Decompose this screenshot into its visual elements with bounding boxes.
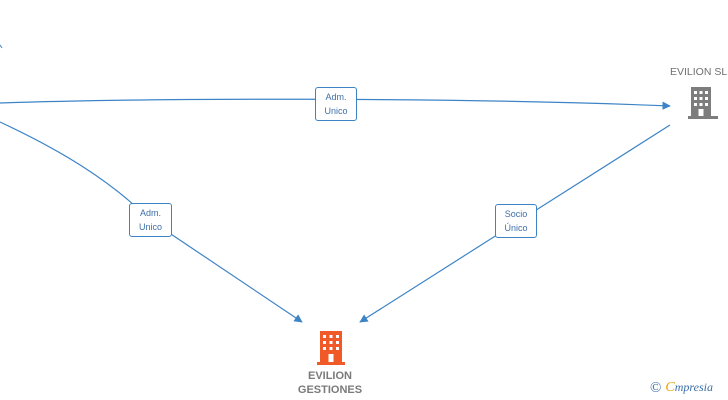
edge-top-line	[0, 98, 671, 110]
edge-label-right: Socio Único	[495, 204, 537, 238]
edge-stub	[0, 44, 3, 49]
empresia-watermark: ©Cmpresia	[650, 380, 713, 397]
brand-name: mpresia	[674, 380, 713, 394]
copyright-icon: ©	[650, 380, 662, 396]
edge-label-line1: Adm.	[139, 208, 161, 218]
edge-label-line1: Adm.	[325, 92, 347, 102]
building-icon	[317, 331, 345, 365]
node-label-evilion-sl[interactable]: EVILION SL	[670, 66, 728, 78]
edge-label-line2: Unico	[138, 222, 162, 232]
edge-label-top: Adm. Unico	[315, 87, 357, 121]
building-icon	[688, 87, 718, 119]
edge-label-line2: Único	[504, 223, 528, 233]
edge-label-line2: Unico	[324, 106, 348, 116]
edge-label-left: Adm. Unico	[129, 203, 172, 237]
node-label-evilion-gestiones[interactable]: EVILION GESTIONES	[280, 369, 380, 397]
node-label-line1: EVILION	[307, 370, 352, 382]
edge-label-line1: Socio	[504, 209, 528, 219]
node-label-line2: GESTIONES	[297, 384, 363, 396]
brand-initial: C	[665, 380, 675, 395]
